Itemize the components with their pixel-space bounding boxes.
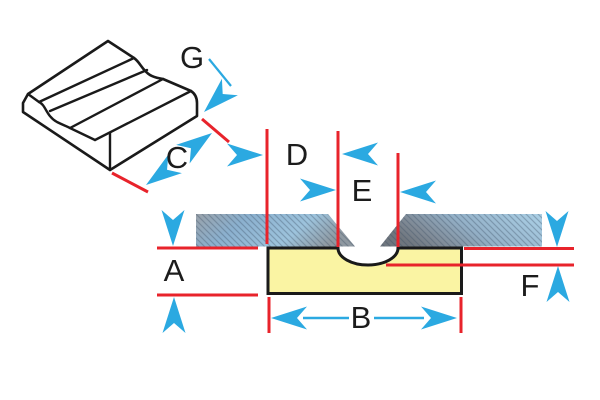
isometric-groove-trough-line bbox=[48, 68, 149, 113]
red-dimension-lines bbox=[111, 117, 574, 333]
arrow-a-down bbox=[161, 210, 185, 246]
g-leader-line bbox=[208, 58, 232, 87]
label-f: F bbox=[521, 268, 540, 303]
isometric-groove-end-profile bbox=[26, 92, 97, 142]
workpiece-section bbox=[266, 246, 463, 295]
arrow-f-down bbox=[545, 211, 569, 247]
dim-c-tick-lower bbox=[111, 171, 149, 194]
arrow-d-right bbox=[342, 142, 378, 166]
arrow-a-up bbox=[162, 297, 186, 333]
tool-block-right bbox=[380, 214, 542, 247]
label-g: G bbox=[180, 40, 204, 75]
isometric-part bbox=[21, 39, 199, 172]
arrow-g-leader bbox=[196, 78, 238, 121]
arrow-b-left bbox=[271, 306, 307, 330]
dimension-arrows bbox=[139, 58, 570, 333]
dim-c-tick-upper bbox=[201, 117, 230, 144]
isometric-front-top-edge bbox=[93, 89, 193, 142]
arrow-f-up bbox=[546, 266, 570, 302]
label-e: E bbox=[352, 173, 373, 208]
label-b: B bbox=[351, 300, 372, 335]
arrow-e-left bbox=[300, 178, 336, 202]
label-c: C bbox=[166, 140, 188, 175]
tool-block-left bbox=[196, 214, 355, 247]
arrow-b-right bbox=[421, 306, 457, 330]
isometric-groove-back-edge bbox=[37, 56, 136, 104]
arrow-e-right bbox=[400, 180, 436, 204]
isometric-groove-front-edge bbox=[68, 77, 165, 130]
label-a: A bbox=[164, 253, 185, 288]
label-d: D bbox=[286, 137, 308, 172]
isometric-part-silhouette bbox=[21, 39, 199, 172]
arrow-d-left bbox=[227, 143, 263, 167]
